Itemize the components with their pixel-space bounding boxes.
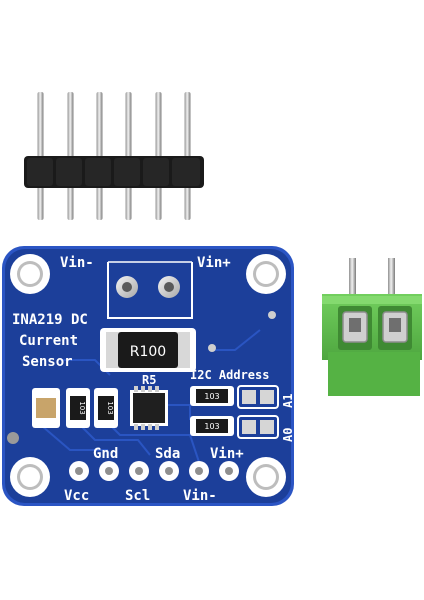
i2c-address-label: I2C Address <box>190 368 269 382</box>
terminal-footprint <box>107 261 193 319</box>
address-jumper-a0 <box>237 415 279 439</box>
address-jumper-a1 <box>237 385 279 409</box>
address-resistor-top: 103 <box>190 386 234 406</box>
pin-label-vin-plus: Vin+ <box>210 446 244 462</box>
screw-terminal <box>322 258 422 396</box>
address-resistor-top-code: 103 <box>204 392 219 401</box>
pin-label-vin-minus: Vin- <box>183 488 217 504</box>
a1-label: A1 <box>281 394 295 408</box>
resistor-right-code: 103 <box>106 401 114 414</box>
address-resistor-bottom-code: 103 <box>204 422 219 431</box>
header-pads <box>69 461 239 481</box>
ina219-chip <box>130 386 168 430</box>
r5-label: R5 <box>142 373 156 387</box>
vin-minus-top-label: Vin- <box>60 255 94 271</box>
resistor-left-code: 103 <box>78 401 86 414</box>
vin-plus-top-label: Vin+ <box>197 255 231 271</box>
header-plastic <box>24 156 204 188</box>
small-via <box>208 344 216 352</box>
pin-label-vcc: Vcc <box>64 488 89 504</box>
mounting-hole-top-right <box>246 254 286 294</box>
board-title-line1: INA219 DC <box>12 312 88 328</box>
board-title-line3: Sensor <box>22 354 73 370</box>
small-via <box>7 432 19 444</box>
pcb-board: Vin- Vin+ INA219 DC Current Sensor R100 … <box>2 246 295 506</box>
board-title-line2: Current <box>19 333 78 349</box>
shunt-resistor: R100 <box>100 328 196 372</box>
capacitor <box>32 388 60 428</box>
mounting-hole-bottom-left <box>10 457 50 497</box>
mounting-hole-bottom-right <box>246 457 286 497</box>
mounting-hole-top-left <box>10 254 50 294</box>
pin-label-scl: Scl <box>125 488 150 504</box>
terminal-screw-right <box>378 306 412 350</box>
resistor-left: 103 <box>66 388 90 428</box>
pin-label-gnd: Gnd <box>93 446 118 462</box>
address-resistor-bottom: 103 <box>190 416 234 436</box>
pin-label-sda: Sda <box>155 446 180 462</box>
small-via <box>268 311 276 319</box>
terminal-screw-left <box>338 306 372 350</box>
a0-label: A0 <box>281 428 295 442</box>
pin-header <box>24 92 204 220</box>
shunt-label: R100 <box>130 344 166 360</box>
resistor-right: 103 <box>94 388 118 428</box>
